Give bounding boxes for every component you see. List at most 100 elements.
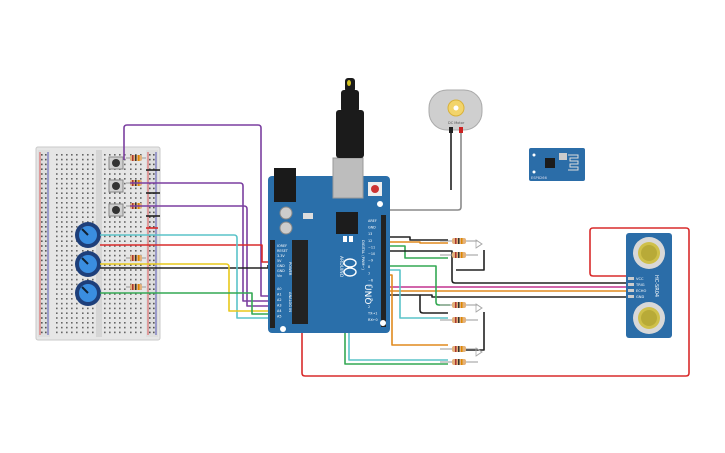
rail-hole: [153, 221, 155, 223]
breadboard-hole: [71, 322, 73, 324]
resistor-band: [458, 346, 460, 352]
rail-hole: [41, 230, 43, 233]
breadboard-hole: [92, 206, 94, 209]
breadboard-hole: [66, 283, 68, 286]
breadboard-hole: [135, 317, 137, 319]
breadboard-hole: [56, 154, 58, 156]
arduino-model-label: UNO: [362, 284, 372, 304]
rail-hole: [41, 250, 43, 252]
breadboard-hole: [82, 250, 84, 252]
breadboard-hole: [124, 230, 126, 233]
led-outline: [475, 239, 483, 249]
breadboard-hole: [92, 250, 94, 252]
esp8266-module[interactable]: [529, 148, 585, 181]
breadboard-hole: [61, 206, 63, 209]
breadboard-hole: [76, 182, 78, 185]
breadboard-hole: [140, 264, 142, 266]
breadboard-hole: [114, 240, 116, 242]
breadboard[interactable]: [35, 146, 161, 341]
breadboard-hole: [76, 278, 78, 281]
breadboard-hole: [130, 216, 132, 218]
pushbutton-1[interactable]: [108, 156, 124, 170]
pushbutton-3[interactable]: [108, 203, 124, 217]
breadboard-hole: [87, 202, 89, 204]
rail-hole: [149, 226, 151, 228]
rail-hole: [45, 187, 47, 190]
breadboard-hole: [87, 173, 89, 175]
potentiometer-2[interactable]: [75, 251, 101, 277]
breadboard-hole: [140, 326, 142, 329]
breadboard-hole: [114, 274, 116, 276]
wire-orange-d3: [389, 274, 448, 346]
breadboard-hole: [119, 288, 121, 290]
breadboard-hole: [114, 259, 116, 262]
led-resistor-array[interactable]: [440, 238, 483, 365]
breadboard-hole: [124, 163, 126, 166]
pin-label: 3.3V: [277, 254, 285, 258]
power-label: POWER: [288, 262, 292, 276]
rail-hole: [41, 264, 43, 266]
breadboard-hole: [66, 288, 68, 290]
potentiometer-1[interactable]: [75, 222, 101, 248]
potentiometer-3[interactable]: [75, 280, 101, 306]
breadboard-hole: [82, 322, 84, 324]
breadboard-hole: [104, 221, 106, 223]
rail-hole: [149, 254, 151, 257]
breadboard-hole: [119, 322, 121, 324]
breadboard-hole: [61, 307, 63, 310]
breadboard-hole: [61, 254, 63, 257]
breadboard-hole: [104, 298, 106, 300]
wires[interactable]: [100, 124, 690, 377]
breadboard-hole: [76, 322, 78, 324]
pushbutton-2[interactable]: [108, 179, 124, 193]
breadboard-hole: [114, 221, 116, 223]
breadboard-hole: [61, 298, 63, 300]
rail-hole: [149, 202, 151, 204]
resistor-bb-1[interactable]: [126, 155, 146, 161]
breadboard-hole: [92, 312, 94, 314]
breadboard-hole: [104, 322, 106, 324]
breadboard-hole: [114, 202, 116, 204]
rail-hole: [149, 288, 151, 290]
breadboard-hole: [124, 240, 126, 242]
rail-hole: [45, 331, 47, 334]
breadboard-hole: [140, 331, 142, 334]
breadboard-hole: [87, 322, 89, 324]
arduino-uno-board[interactable]: [268, 157, 390, 333]
ultrasonic-sensor[interactable]: [626, 233, 672, 338]
breadboard-hole: [104, 288, 106, 290]
breadboard-hole: [104, 226, 106, 228]
breadboard-hole: [119, 278, 121, 281]
rail-hole: [153, 202, 155, 204]
breadboard-hole: [61, 331, 63, 334]
digital-label: DIGITAL (PWM~): [361, 240, 365, 270]
usb-cable[interactable]: [336, 78, 364, 158]
rail-hole: [45, 192, 47, 194]
breadboard-hole: [135, 226, 137, 228]
breadboard-hole: [56, 206, 58, 209]
breadboard-hole: [114, 312, 116, 314]
rail-hole: [45, 197, 47, 199]
breadboard-hole: [140, 307, 142, 310]
breadboard-hole: [109, 178, 111, 180]
breadboard-hole: [114, 264, 116, 266]
rail-hole: [153, 269, 155, 271]
rail-hole: [41, 192, 43, 194]
resistor-bb-5[interactable]: [126, 284, 146, 290]
breadboard-hole: [114, 322, 116, 324]
rail-hole: [41, 254, 43, 257]
breadboard-hole: [66, 173, 68, 175]
rail-hole: [149, 259, 151, 262]
resistor-bb-4[interactable]: [126, 255, 146, 261]
breadboard-hole: [56, 312, 58, 314]
breadboard-hole: [87, 206, 89, 209]
motor-label: DC Motor: [448, 121, 465, 125]
breadboard-hole: [135, 245, 137, 247]
rail-hole: [45, 245, 47, 247]
rail-hole: [45, 274, 47, 276]
pin-label: ~6: [368, 278, 373, 282]
wire-black-ground: [456, 250, 485, 351]
breadboard-hole: [71, 331, 73, 334]
dc-motor[interactable]: [428, 89, 483, 133]
